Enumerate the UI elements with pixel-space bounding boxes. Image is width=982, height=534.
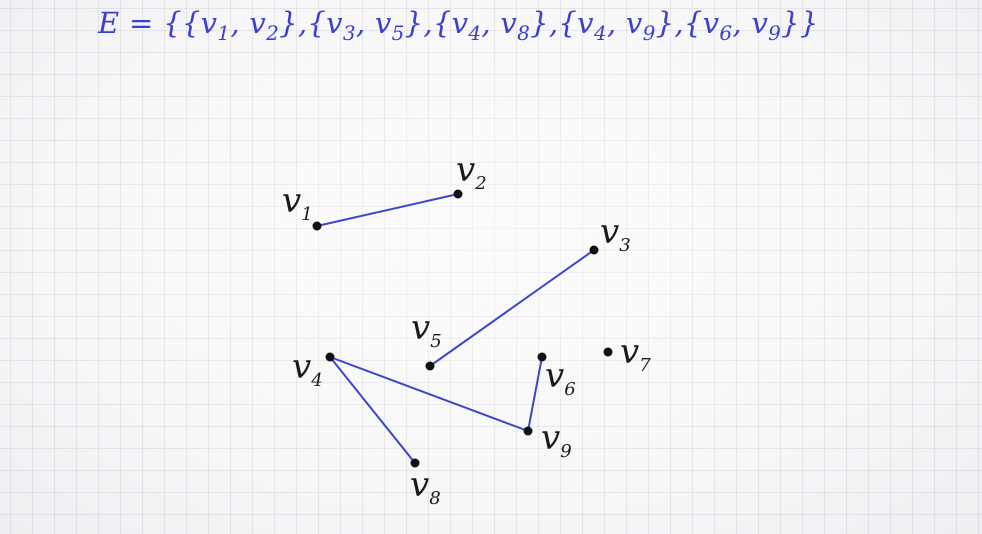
graph-edges <box>316 193 595 464</box>
vertex-v6 <box>537 352 547 362</box>
graph-vertex-labels: v1 v2 v3 v4 v5 v6 v7 v8 v9 <box>282 150 651 509</box>
vertex-v3 <box>589 245 599 255</box>
edge-v4-v8 <box>329 356 416 464</box>
vertex-label-v6: v6 <box>545 356 576 400</box>
vertex-v8 <box>410 458 420 468</box>
vertex-label-v1: v1 <box>282 181 313 225</box>
edge-v4-v9 <box>329 356 529 432</box>
graph-vertices <box>312 189 613 468</box>
vertex-label-v2: v2 <box>456 150 487 194</box>
edge-v3-v5 <box>429 249 595 367</box>
edge-v1-v2 <box>316 193 459 227</box>
vertex-v4 <box>325 352 335 362</box>
vertex-v2 <box>453 189 463 199</box>
vertex-v9 <box>523 426 533 436</box>
vertex-v7 <box>603 347 613 357</box>
vertex-label-v9: v9 <box>541 418 572 462</box>
edge-set-definition: E = {{v1, v2},{v3, v5},{v4, v8},{v4, v9}… <box>98 6 819 45</box>
vertex-label-v7: v7 <box>620 332 651 376</box>
vertex-label-v4: v4 <box>292 347 323 391</box>
vertex-label-v3: v3 <box>600 212 631 256</box>
vertex-v1 <box>312 221 322 231</box>
vertex-label-v8: v8 <box>410 465 441 509</box>
vertex-label-v5: v5 <box>411 308 442 352</box>
vertex-v5 <box>425 361 435 371</box>
edge-v6-v9 <box>527 356 543 432</box>
